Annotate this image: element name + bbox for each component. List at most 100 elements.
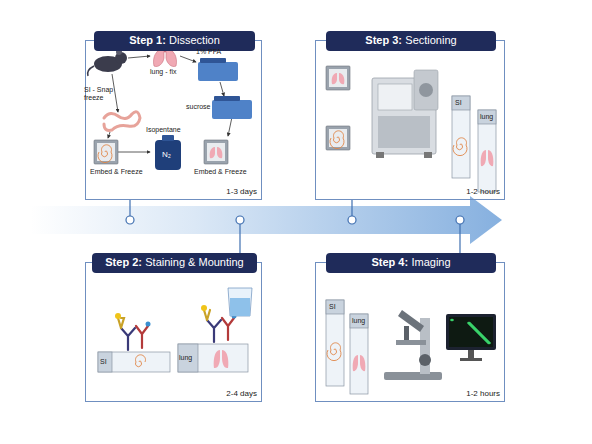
intestine-icon (104, 112, 140, 131)
step-title: Dissection (169, 34, 220, 46)
antigen-dot (115, 305, 237, 327)
illustration-label: Embed & Freeze (194, 168, 247, 176)
step-header: Step 3:Sectioning (326, 31, 496, 51)
microscope-icon (384, 372, 442, 380)
duration-label: 1-3 days (226, 187, 257, 196)
tissue-section (360, 355, 365, 371)
cryostat (424, 152, 432, 158)
illustration-label: SI (329, 303, 336, 311)
arrows (118, 152, 150, 153)
antigen-dot (115, 313, 121, 319)
illustration-label: SI - Snap freeze (84, 86, 118, 101)
step-panel: 2-4 daysStep 2:Staining & Mounting (85, 262, 262, 402)
tissue-section (353, 355, 358, 371)
arrows (220, 82, 224, 96)
cell-dot (468, 323, 472, 326)
step-header: Step 4:Imaging (326, 253, 496, 273)
step-panel: 1-2 hoursStep 4:Imaging (315, 262, 505, 402)
cryostat (372, 70, 438, 158)
microscope-slide (326, 300, 344, 314)
fluorescent-cells (450, 319, 491, 345)
illustration-label: Embed & Freeze (90, 168, 143, 176)
timeline-marker (126, 216, 134, 224)
tissue-processor (212, 100, 252, 119)
antibody (136, 326, 148, 348)
microscope-icon (384, 310, 442, 380)
nitrogen-tank (155, 135, 181, 170)
illustration-label: SI (455, 99, 462, 107)
mounting-beaker (228, 288, 252, 316)
cell-dot (450, 319, 454, 322)
monitor-icon (446, 314, 496, 350)
cell-dot (467, 322, 471, 325)
nitrogen-tank (155, 140, 181, 170)
step-title: Step 2: (105, 256, 142, 268)
cassette (210, 147, 215, 158)
timeline-marker (351, 200, 352, 216)
illustration-label: Isopentane (146, 126, 181, 134)
tissue-section (214, 350, 229, 368)
tissue-section (327, 343, 341, 361)
step-title: Imaging (411, 256, 450, 268)
antigen-dot (146, 322, 151, 327)
mouse-icon (88, 66, 94, 76)
monitor-icon (468, 350, 474, 358)
tissue-processor (214, 96, 240, 101)
duration-label: 1-2 hours (466, 187, 500, 196)
step-title: Step 4: (371, 256, 408, 268)
step-title: Sectioning (405, 34, 456, 46)
tissue-section (481, 150, 486, 166)
tissue-section (135, 355, 145, 367)
illustration-label: lung (179, 354, 192, 362)
antibody (118, 318, 124, 328)
tissue-processor (200, 58, 226, 63)
microscope-slide (350, 314, 368, 394)
antibody (207, 320, 221, 342)
microscope-slide (452, 96, 470, 178)
tissue-section (481, 150, 494, 166)
microscope-icon (398, 310, 424, 332)
antibody (121, 328, 135, 350)
step-panel: 1-2 hoursStep 3:Sectioning (315, 40, 505, 200)
microscope-slide (350, 314, 368, 328)
cryostat (372, 78, 436, 154)
tissue-section (488, 150, 493, 166)
cassette (329, 129, 347, 147)
timeline-marker (348, 216, 356, 224)
cassette (332, 73, 337, 84)
microscope-slide (326, 300, 344, 386)
cryostat (419, 83, 433, 97)
cassette (326, 66, 350, 90)
cassette (204, 140, 228, 164)
step-header: Step 1:Dissection (94, 31, 255, 51)
cassette (326, 66, 350, 150)
illustration-label: N₂ (162, 151, 171, 160)
mounting-beaker (228, 288, 252, 316)
microscope-slide (452, 96, 470, 110)
illustration-label: sucrose (186, 103, 211, 111)
cassette (97, 143, 115, 161)
monitor-icon (446, 314, 496, 361)
antibody (222, 318, 234, 340)
cassette (94, 140, 118, 164)
mouse-icon (88, 49, 127, 76)
cassette (207, 143, 225, 161)
tissue-section (222, 350, 228, 368)
microscope-icon (396, 340, 426, 345)
arrows (128, 56, 150, 58)
step-panel: 1-3 daysStep 1:Dissection (85, 40, 262, 200)
cryostat (378, 84, 412, 110)
arrows (180, 56, 196, 62)
monitor-icon (449, 317, 493, 347)
illustration-label: lung (480, 113, 493, 121)
cassette (98, 145, 112, 163)
lung-icon (153, 50, 164, 67)
tissue-section (214, 350, 220, 368)
illustration-label: SI (100, 358, 107, 366)
cryostat (414, 70, 438, 110)
tissue-processor (198, 62, 238, 81)
microscope-slide (98, 352, 112, 372)
microscope-icon (404, 326, 409, 340)
step-title: Staining & Mounting (145, 256, 243, 268)
